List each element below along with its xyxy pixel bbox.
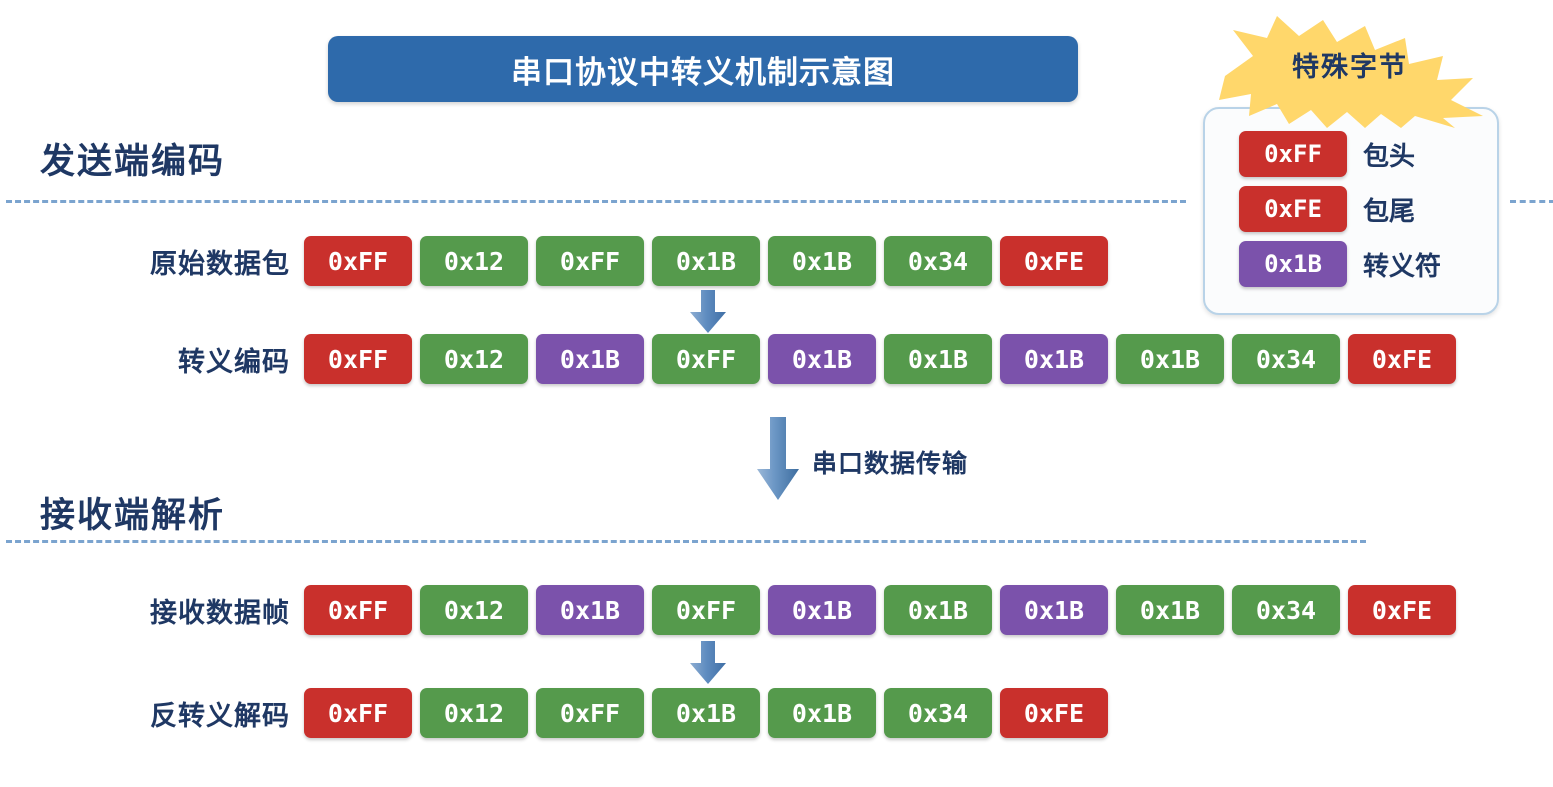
- byte-cell: 0x1B: [1000, 334, 1108, 384]
- section-heading-sender: 发送端编码: [40, 142, 226, 182]
- byte-cell: 0xFF: [536, 236, 644, 286]
- byte-cell: 0x12: [420, 585, 528, 635]
- byte-cell: 0x1B: [1116, 585, 1224, 635]
- byte-cell: 0xFF: [652, 585, 760, 635]
- byte-cell: 0x1B: [768, 334, 876, 384]
- legend-description: 转义符: [1363, 251, 1442, 282]
- byte-cell: 0x1B: [652, 688, 760, 738]
- divider-sender: [6, 200, 1186, 203]
- byte-cell: 0x12: [420, 688, 528, 738]
- section-heading-receiver: 接收端解析: [40, 496, 226, 536]
- byte-cell: 0x1B: [652, 236, 760, 286]
- byte-cell: 0x1B: [536, 334, 644, 384]
- byte-cell: 0xFE: [1348, 585, 1456, 635]
- legend-items: 0xFF 包头 0xFE 包尾 0x1B 转义符: [1203, 107, 1495, 311]
- legend-chip: 0xFE: [1239, 186, 1347, 232]
- row-label-raw: 原始数据包: [150, 248, 290, 280]
- byte-cell: 0x1B: [884, 585, 992, 635]
- starburst-badge-icon: [1215, 16, 1485, 128]
- byte-cell: 0xFF: [304, 236, 412, 286]
- byte-cell: 0x1B: [536, 585, 644, 635]
- arrow-transmit-icon: [755, 417, 801, 501]
- byte-cell: 0x1B: [768, 236, 876, 286]
- byte-cell: 0xFF: [304, 334, 412, 384]
- byte-cell: 0x34: [884, 236, 992, 286]
- byte-cell: 0xFF: [304, 585, 412, 635]
- page-title: 串口协议中转义机制示意图: [511, 54, 895, 91]
- row-label-decoded: 反转义解码: [150, 700, 290, 732]
- byte-cell: 0x1B: [768, 688, 876, 738]
- row-label-frame: 接收数据帧: [150, 597, 290, 629]
- arrow-encode-icon: [686, 290, 730, 334]
- byte-cell: 0x1B: [1000, 585, 1108, 635]
- byte-cell: 0x12: [420, 334, 528, 384]
- legend-chip: 0xFF: [1239, 131, 1347, 177]
- byte-cell: 0xFF: [536, 688, 644, 738]
- legend-badge-label: 特殊字节: [1292, 52, 1408, 83]
- arrow-decode-icon: [686, 641, 730, 685]
- byte-cell: 0xFF: [652, 334, 760, 384]
- byte-cell: 0xFE: [1000, 688, 1108, 738]
- legend-item: 0xFF 包头: [1239, 131, 1495, 177]
- legend-description: 包尾: [1363, 196, 1416, 227]
- legend-item: 0xFE 包尾: [1239, 186, 1495, 232]
- byte-cell: 0x34: [1232, 334, 1340, 384]
- byte-cell: 0xFE: [1348, 334, 1456, 384]
- divider-sender-right: [1510, 200, 1553, 203]
- byte-cell: 0x1B: [1116, 334, 1224, 384]
- byte-cell: 0x34: [1232, 585, 1340, 635]
- byte-cell: 0x12: [420, 236, 528, 286]
- byte-cell: 0xFE: [1000, 236, 1108, 286]
- row-label-encoded: 转义编码: [178, 346, 290, 378]
- legend-item: 0x1B 转义符: [1239, 241, 1495, 287]
- byte-cell: 0x1B: [768, 585, 876, 635]
- legend-description: 包头: [1363, 141, 1416, 172]
- transmit-label: 串口数据传输: [812, 449, 969, 478]
- divider-receiver: [6, 540, 1366, 543]
- byte-cell: 0xFF: [304, 688, 412, 738]
- byte-cell: 0x34: [884, 688, 992, 738]
- byte-cell: 0x1B: [884, 334, 992, 384]
- diagram-title-banner: 串口协议中转义机制示意图: [328, 36, 1078, 102]
- legend-chip: 0x1B: [1239, 241, 1347, 287]
